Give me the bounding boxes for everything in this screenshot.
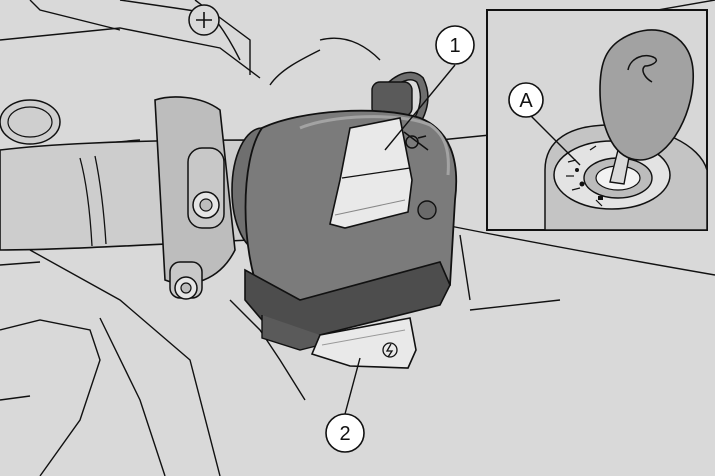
callout-a-label: A [519, 90, 533, 112]
callout-1-label: 1 [449, 35, 460, 57]
ignition-key-icon [599, 29, 694, 185]
starter-button[interactable] [310, 317, 417, 369]
handlebar-clamp [154, 96, 236, 300]
callout-2: 2 [325, 357, 365, 453]
frame-boss [0, 99, 61, 145]
callout-1: 1 [384, 25, 475, 151]
screw-head-icon [188, 4, 220, 36]
callout-2-label: 2 [339, 423, 350, 445]
lightning-start-icon [382, 342, 398, 358]
ignition-inset: A [486, 9, 708, 231]
key-position-icons [575, 168, 603, 200]
lock-crossed-icon [403, 131, 429, 151]
